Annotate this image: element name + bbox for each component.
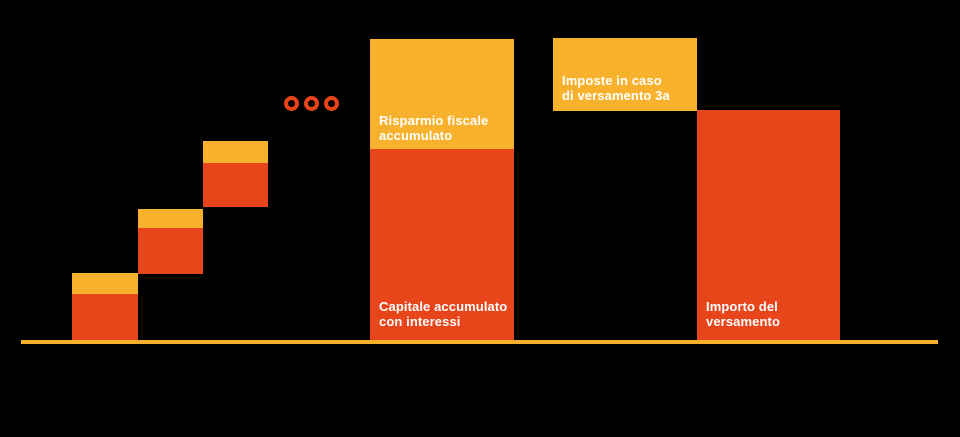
label-line: Risparmio fiscale xyxy=(379,113,489,128)
baseline-axis xyxy=(21,340,938,344)
step1-tax-savings-segment xyxy=(72,273,138,294)
step2-tax-savings-segment xyxy=(138,209,203,228)
taxes-label: Imposte in caso di versamento 3a xyxy=(562,73,670,103)
payout-bar: Importo del versamento xyxy=(697,110,840,340)
label-line: Imposte in caso xyxy=(562,73,662,88)
label-line: accumulato xyxy=(379,128,453,143)
total-capital-segment: Capitale accumulato con interessi xyxy=(370,149,514,340)
total-capital-label: Capitale accumulato con interessi xyxy=(379,299,507,329)
label-line: di versamento 3a xyxy=(562,88,670,103)
step2-capital-segment xyxy=(138,228,203,274)
total-tax-savings-label: Risparmio fiscale accumulato xyxy=(379,113,488,143)
step1-capital-segment xyxy=(72,294,138,340)
label-line: versamento xyxy=(706,314,780,329)
step3-capital-segment xyxy=(203,163,268,207)
step3-tax-savings-segment xyxy=(203,141,268,163)
ellipsis-dot-icon xyxy=(284,96,299,111)
label-line: Importo del xyxy=(706,299,778,314)
taxes-bar: Imposte in caso di versamento 3a xyxy=(553,38,697,111)
label-line: con interessi xyxy=(379,314,461,329)
ellipsis-dot-icon xyxy=(304,96,319,111)
label-line: Capitale accumulato xyxy=(379,299,508,314)
ellipsis-dot-icon xyxy=(324,96,339,111)
payout-label: Importo del versamento xyxy=(706,299,780,329)
total-tax-savings-segment: Risparmio fiscale accumulato xyxy=(370,39,514,149)
